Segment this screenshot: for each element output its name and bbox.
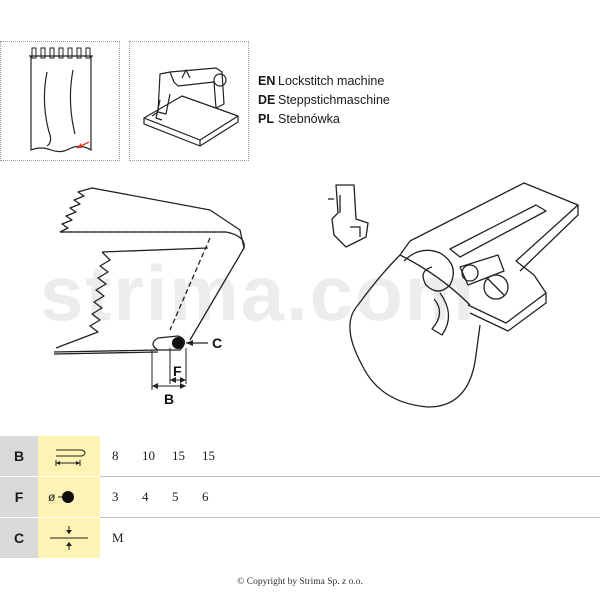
row-values: 8 10 15 15 [112,436,232,476]
language-text: Stebnówka [278,112,340,126]
diameter-symbol: ø [48,490,56,504]
value-cell: M [112,530,124,545]
label-b: B [164,391,174,407]
offset-icon-cell [38,518,100,558]
table-row: F ø 3 4 5 6 [0,477,600,517]
value-cell: 15 [172,448,185,463]
row-values: M [112,518,142,558]
language-code: PL [258,112,274,126]
row-label: F [0,477,38,517]
table-row: B 8 10 15 15 [0,436,600,476]
hem-cross-section-diagram: C F B [53,187,245,407]
offset-icon [50,526,88,550]
value-cell: 6 [202,489,209,504]
machine-thumbnail [129,41,249,161]
row-divider [100,517,600,518]
language-text: Lockstitch machine [278,74,385,88]
hemmer-attachment-drawing [328,182,579,408]
value-cell: 15 [202,448,215,463]
language-text: Steppstichmaschine [278,93,390,107]
row-label: B [0,436,38,476]
curtain-thumbnail [0,41,120,161]
row-label: C [0,518,38,558]
row-values: 3 4 5 6 [112,477,232,517]
value-cell: 4 [142,489,149,504]
needle-diameter-icon: ø [48,490,74,504]
value-cell: 10 [142,448,155,463]
table-row: C M [0,518,600,558]
value-cell: 3 [112,489,119,504]
needle-dot [172,337,184,349]
language-code: EN [258,74,276,88]
hem-width-icon [55,449,86,466]
label-c: C [212,335,222,351]
language-row-pl: PL Stebnówka [258,110,340,129]
copyright-notice: © Copyright by Strima Sp. z o.o. [237,577,363,587]
needle-diameter-icon-cell: ø [38,477,100,517]
watermark: strima.com [40,249,477,337]
value-cell: 8 [112,448,119,463]
sewing-machine-icon [143,67,239,147]
row-divider [100,476,600,477]
label-f: F [173,363,182,379]
hem-width-icon-cell [38,436,100,476]
language-code: DE [258,93,276,107]
value-cell: 5 [172,489,179,504]
curtain-fabric-icon [29,47,93,153]
